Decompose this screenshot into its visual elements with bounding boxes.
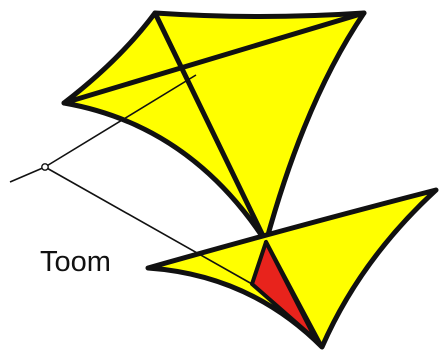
tow-point-ring bbox=[42, 164, 48, 170]
figure-label: Toom bbox=[40, 246, 111, 278]
lower-kite-sail bbox=[148, 190, 436, 347]
flying-line bbox=[10, 167, 45, 182]
